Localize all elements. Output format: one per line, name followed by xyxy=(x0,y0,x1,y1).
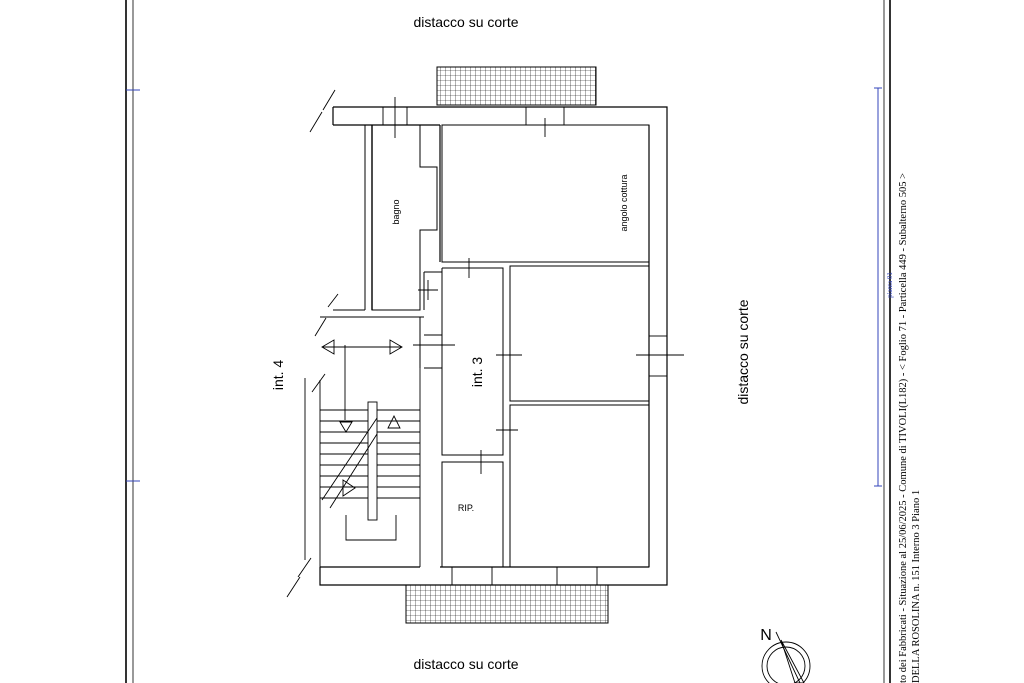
label-top-court: distacco su corte xyxy=(413,14,518,30)
label-unit-3: int. 3 xyxy=(469,357,485,388)
break-marks xyxy=(286,89,339,598)
room-storage xyxy=(441,461,504,568)
title-block-line-1: to dei Fabbricati - Situazione al 25/06/… xyxy=(898,173,909,683)
corridor xyxy=(441,267,504,456)
title-block-stamp: pianta 01 xyxy=(886,272,894,298)
sheet-frame xyxy=(125,0,891,683)
label-storage: RIP. xyxy=(458,503,474,513)
room-bathroom xyxy=(371,124,438,311)
title-block-line-2: DELLA ROSOLINA n. 151 Interno 3 Piano 1 xyxy=(911,490,922,683)
label-bottom-court: distacco su corte xyxy=(413,656,518,672)
north-arrow xyxy=(761,631,811,683)
label-kitchen: angolo cottura xyxy=(619,174,629,231)
balcony-top xyxy=(436,66,597,106)
rooms xyxy=(320,124,650,568)
stairwell xyxy=(304,345,421,567)
label-bathroom: bagno xyxy=(391,199,401,224)
balcony-bottom xyxy=(405,584,609,624)
room-kitchen xyxy=(441,124,650,263)
room-bedroom-2 xyxy=(509,404,650,568)
window-marks xyxy=(382,97,684,586)
room-bedroom-1 xyxy=(509,265,650,402)
label-right-court: distacco su corte xyxy=(735,299,751,404)
north-label: N xyxy=(760,627,772,644)
landing-arrows xyxy=(321,339,403,355)
label-unit-4: int. 4 xyxy=(270,360,286,391)
